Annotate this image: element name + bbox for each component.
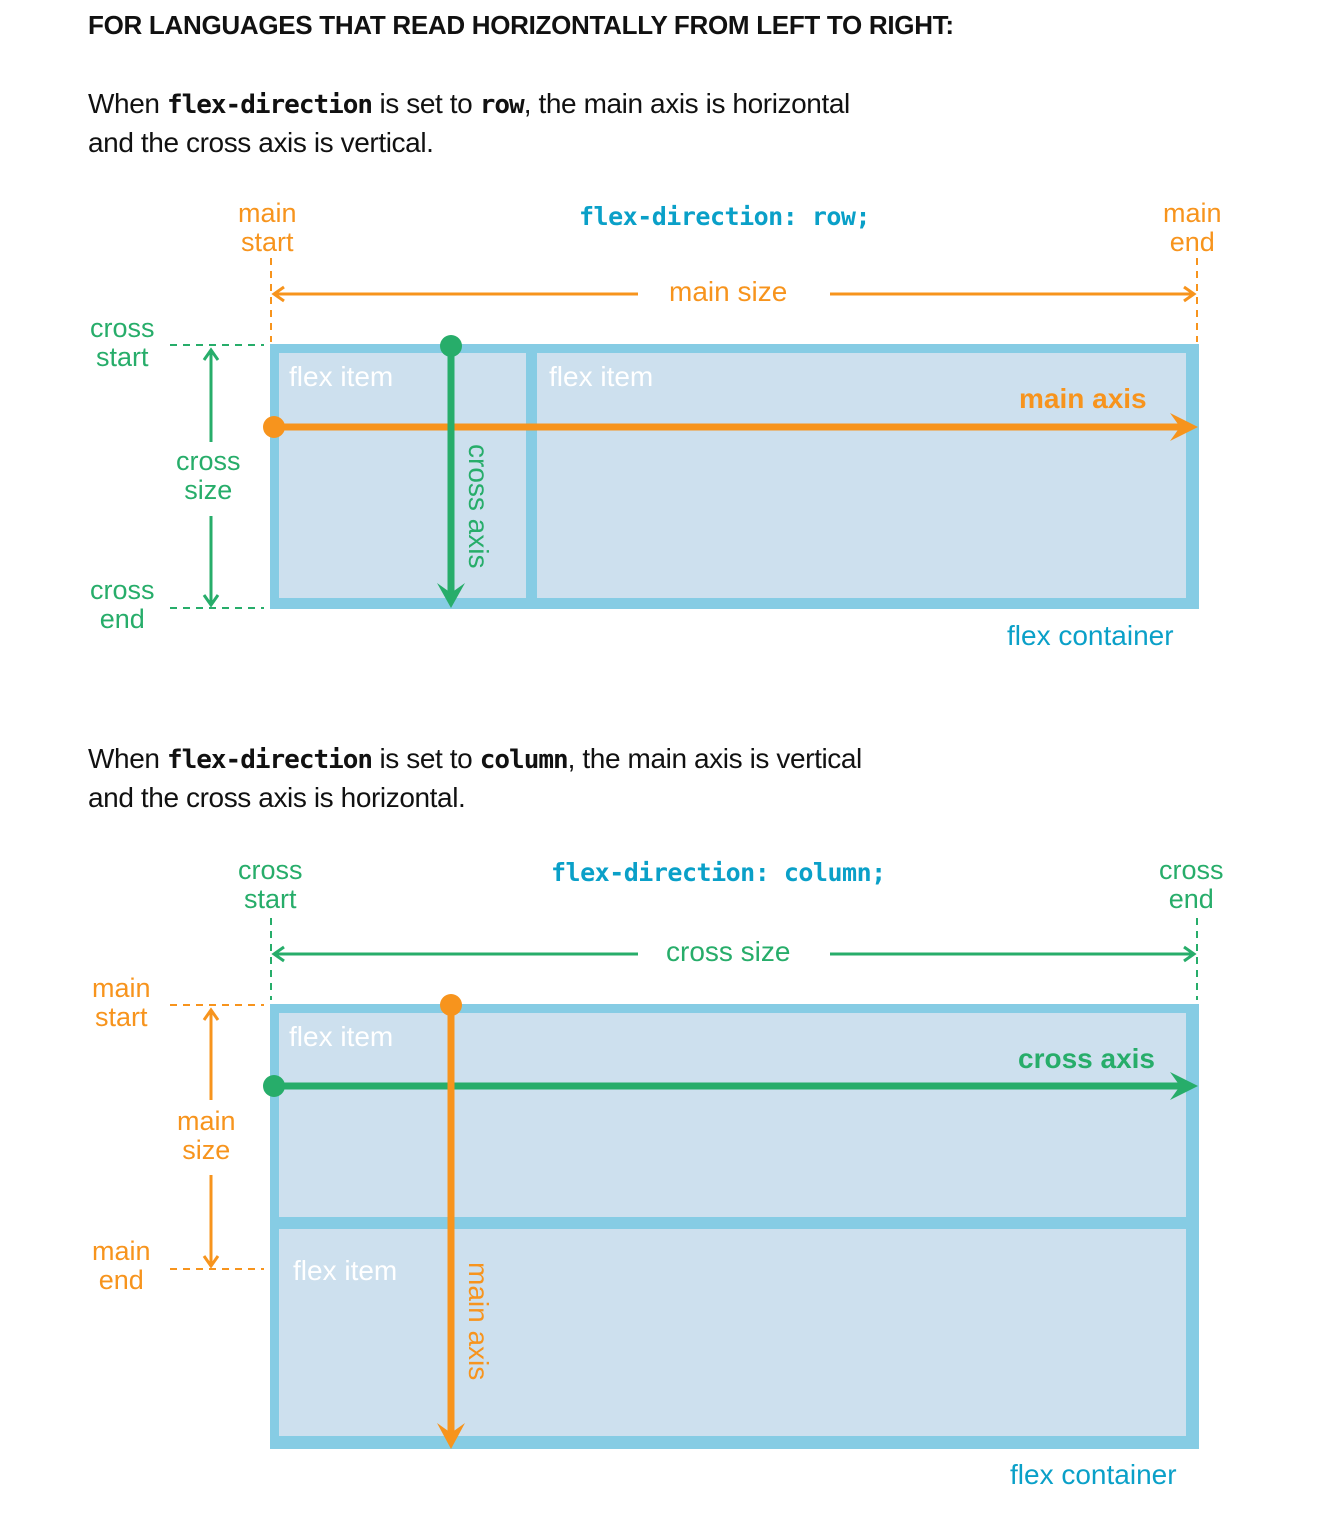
- main-axis-start-dot: [263, 416, 285, 438]
- column-description: When flex-direction is set to column, th…: [88, 740, 862, 817]
- row-flex-container-label: flex container: [1007, 620, 1174, 651]
- label-line: main: [177, 1106, 236, 1136]
- cross-axis-arrowhead: [1170, 1072, 1198, 1100]
- label-line: main: [238, 198, 297, 228]
- label-line: main: [92, 1236, 151, 1266]
- main-size-arrowhead-right: [1183, 285, 1197, 303]
- row-description: When flex-direction is set to row, the m…: [88, 85, 850, 162]
- label-line: size: [184, 475, 233, 505]
- code-column: column: [479, 745, 569, 775]
- cross-start-label: cross start: [90, 314, 155, 372]
- row-flex-item-1: [279, 353, 526, 598]
- column-description-line2: and the cross axis is horizontal.: [88, 782, 466, 813]
- cross-end-label: cross end: [90, 576, 155, 634]
- cross-axis-arrowhead: [437, 583, 465, 608]
- column-flex-item-1: [279, 1013, 1186, 1217]
- label-line: main: [92, 973, 151, 1003]
- code-flex-direction: flex-direction: [166, 745, 373, 775]
- label-line: end: [1169, 227, 1215, 257]
- cross-axis-start-dot: [440, 335, 462, 357]
- column-flex-item-1-label: flex item: [289, 1021, 394, 1052]
- cross-size-label: cross size: [658, 936, 799, 968]
- main-start-label: main start: [238, 199, 297, 257]
- label-line: cross: [90, 313, 155, 343]
- main-end-label: main end: [92, 1237, 151, 1295]
- row-main-axis-label: main axis: [1019, 383, 1147, 414]
- row-flex-item-2-label: flex item: [549, 361, 654, 392]
- cross-size-arrowhead-left: [271, 945, 285, 963]
- label-line: cross: [90, 575, 155, 605]
- label-line: cross: [1159, 855, 1224, 885]
- main-size-arrowhead-bottom: [202, 1255, 220, 1269]
- row-flex-item-2: [537, 353, 1186, 598]
- label-line: cross: [238, 855, 303, 885]
- row-diagram-graphics: [170, 258, 1199, 609]
- row-description-line2: and the cross axis is vertical.: [88, 127, 434, 158]
- main-size-arrowhead-top: [202, 1007, 220, 1021]
- code-row: row: [479, 90, 525, 120]
- text: is set to: [372, 88, 480, 119]
- label-line: end: [98, 1265, 144, 1295]
- main-axis-arrowhead: [437, 1423, 465, 1449]
- label-line: end: [99, 604, 145, 634]
- text: When: [88, 743, 167, 774]
- column-description-line1: When flex-direction is set to column, th…: [88, 740, 862, 779]
- label-line: start: [244, 884, 297, 914]
- label-line: start: [95, 1002, 148, 1032]
- label-line: start: [96, 342, 149, 372]
- column-flex-item-2: [279, 1229, 1186, 1436]
- main-axis-start-dot: [440, 994, 462, 1016]
- main-size-label: main size: [177, 1107, 236, 1165]
- main-start-label: main start: [92, 974, 151, 1032]
- page-heading: FOR LANGUAGES THAT READ HORIZONTALLY FRO…: [88, 10, 954, 40]
- label-line: main: [1163, 198, 1222, 228]
- main-size-arrowhead-left: [271, 285, 285, 303]
- column-code-label: flex-direction: column;: [551, 858, 886, 887]
- column-flex-container-label: flex container: [1010, 1459, 1177, 1490]
- text: , the main axis is horizontal: [523, 88, 851, 119]
- column-flex-item-2-label: flex item: [293, 1255, 398, 1286]
- column-main-axis-label: main axis: [463, 1262, 494, 1381]
- cross-end-label: cross end: [1159, 856, 1224, 914]
- cross-size-arrowhead-top: [202, 347, 220, 361]
- text: , the main axis is vertical: [567, 743, 863, 774]
- row-description-line1: When flex-direction is set to row, the m…: [88, 85, 850, 124]
- code-flex-direction: flex-direction: [166, 90, 373, 120]
- row-code-label: flex-direction: row;: [579, 202, 871, 231]
- cross-axis-start-dot: [263, 1075, 285, 1097]
- cross-start-label: cross start: [238, 856, 303, 914]
- text: is set to: [372, 743, 480, 774]
- label-line: size: [182, 1135, 231, 1165]
- row-flex-item-1-label: flex item: [289, 361, 394, 392]
- main-axis-arrowhead: [1170, 413, 1198, 441]
- cross-size-label: cross size: [176, 447, 241, 505]
- label-line: end: [1168, 884, 1214, 914]
- main-size-label: main size: [661, 276, 796, 308]
- main-end-label: main end: [1163, 199, 1222, 257]
- cross-size-arrowhead-bottom: [202, 594, 220, 608]
- label-line: start: [241, 227, 294, 257]
- label-line: cross: [176, 446, 241, 476]
- text: When: [88, 88, 167, 119]
- cross-size-arrowhead-right: [1183, 945, 1197, 963]
- column-cross-axis-label: cross axis: [1018, 1043, 1155, 1074]
